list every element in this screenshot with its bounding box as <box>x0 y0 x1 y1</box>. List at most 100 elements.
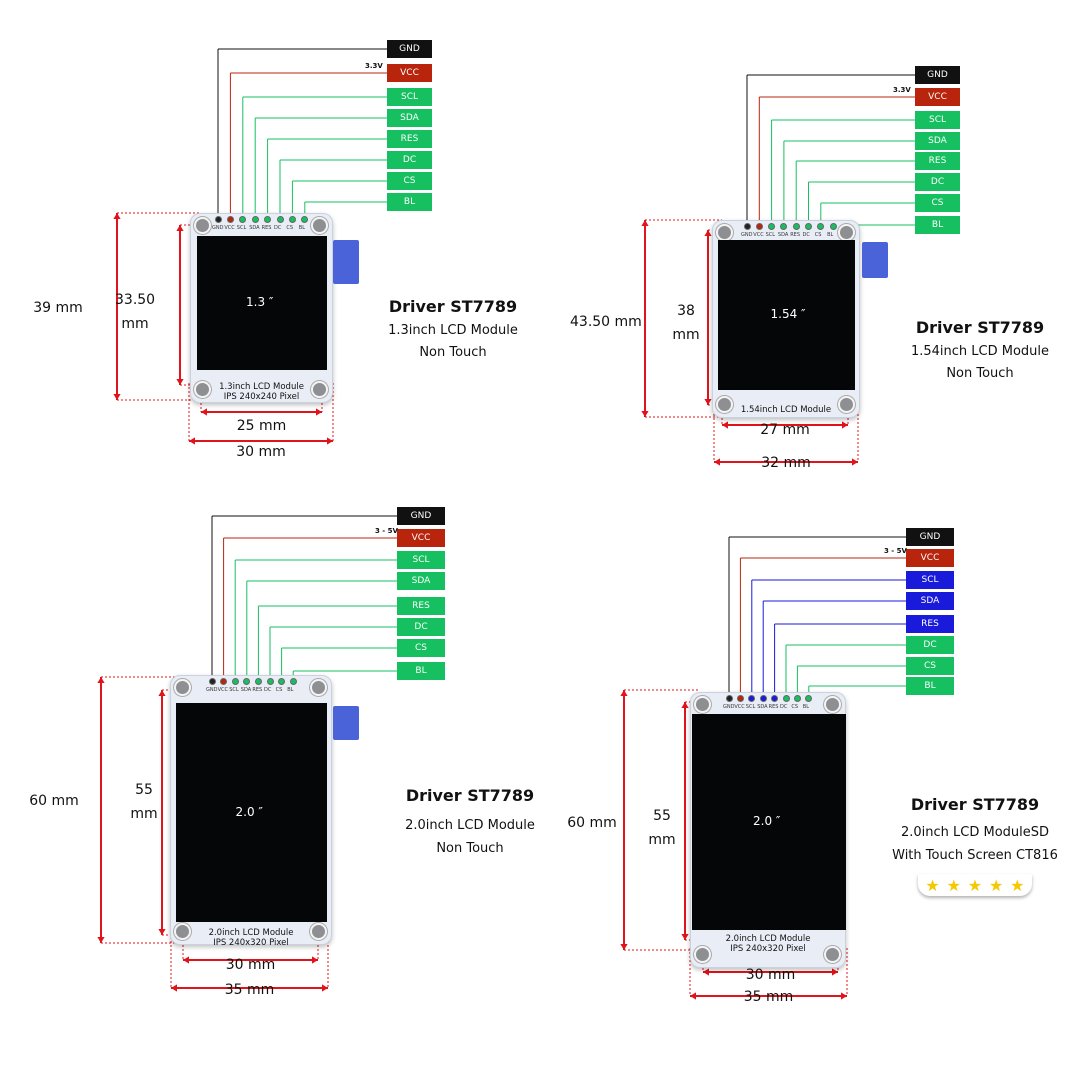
mounting-hole <box>838 224 855 241</box>
module-description: 1.3inch LCD Module <box>388 323 518 338</box>
module-description: Non Touch <box>436 841 504 856</box>
inner-height-dimension-arrow-start <box>158 690 166 696</box>
header-pin-vcc <box>736 695 744 702</box>
mounting-hole <box>311 217 328 234</box>
header-pin-cs <box>817 223 825 230</box>
header-pin-label: RES <box>768 704 779 710</box>
pin-label-gnd: GND <box>915 66 960 84</box>
outer-width-dimension-arrow-start <box>714 458 720 466</box>
outer-height-dimension-arrow-start <box>97 677 105 683</box>
inner-height-dimension-arrow-start <box>704 230 712 236</box>
inner-width-label: 30 mm <box>225 957 276 973</box>
outer-height-label: 60 mm <box>29 793 79 809</box>
pin-label-res: RES <box>915 152 960 170</box>
inner-width-dimension-arrow-start <box>201 408 207 416</box>
voltage-label: 3.3V <box>365 62 383 70</box>
module-description: 2.0inch LCD ModuleSD <box>900 825 1050 840</box>
pin-label-cs: CS <box>915 194 960 212</box>
header-pin-gnd <box>743 223 751 230</box>
lcd-screen <box>692 714 846 930</box>
module-description: 2.0inch LCD Module <box>405 818 535 833</box>
header-pin-scl <box>239 216 247 223</box>
board-silkscreen-label: 1.3inch LCD Module <box>219 382 304 392</box>
outer-width-dimension-arrow-end <box>322 984 328 992</box>
header-pin-dc <box>782 695 790 702</box>
inner-height-unit: mm <box>130 806 158 822</box>
outer-height-dimension-arrow-end <box>97 937 105 943</box>
lcd-screen <box>718 240 855 390</box>
inner-height-label: 38 <box>677 303 695 319</box>
header-pin-label: RES <box>790 232 800 238</box>
header-pin-dc <box>805 223 812 230</box>
star-icon: ★ <box>1010 875 1025 895</box>
header-pin-scl <box>231 678 239 685</box>
header-pin-dc <box>276 216 284 223</box>
header-pin-label: CS <box>286 225 294 231</box>
header-pin-label: GND <box>212 225 224 231</box>
driver-title: Driver ST7789 <box>915 318 1045 337</box>
inner-width-label: 25 mm <box>236 418 287 434</box>
voltage-label: 3 - 5V <box>884 547 907 555</box>
screen-diagonal-label: 1.3 ″ <box>246 295 274 309</box>
header-pin-label: VCC <box>753 232 764 238</box>
outer-width-label: 32 mm <box>761 455 811 471</box>
header-pin-bl <box>301 216 309 223</box>
header-pin-label: VCC <box>217 687 228 693</box>
header-pin-sda <box>759 695 767 702</box>
lcd-screen <box>197 236 327 370</box>
pin-label-vcc: VCC <box>906 549 954 567</box>
pin-label-bl: BL <box>397 662 445 680</box>
outer-height-label: 43.50 mm <box>570 314 642 330</box>
inner-width-dimension-arrow-end <box>832 968 838 976</box>
pin-label-gnd: GND <box>906 528 954 546</box>
header-pin-label: SDA <box>249 225 260 231</box>
inner-width-label: 30 mm <box>745 967 796 983</box>
header-pin-label: SCL <box>745 704 756 710</box>
pin-label-res: RES <box>387 130 432 148</box>
outer-height-dimension-arrow-start <box>620 690 628 696</box>
inner-height-dimension-arrow-end <box>681 934 689 940</box>
header-pin-label: DC <box>274 225 282 231</box>
pin-label-vcc: VCC <box>915 88 960 106</box>
header-pin-label: DC <box>264 687 272 693</box>
driver-title: Driver ST7789 <box>405 786 535 805</box>
outer-width-dimension-arrow-start <box>189 437 195 445</box>
screen-diagonal-label: 2.0 ″ <box>753 814 781 828</box>
header-pin-bl <box>829 223 837 230</box>
module-description: With Touch Screen CT816 <box>892 848 1058 863</box>
screen-diagonal-label: 1.54 ″ <box>770 307 806 321</box>
inner-height-dimension-arrow-end <box>158 929 166 935</box>
header-pin-vcc <box>226 216 234 223</box>
header-pin-label: RES <box>252 687 263 693</box>
outer-width-label: 35 mm <box>743 989 794 1005</box>
pin-label-sda: SDA <box>387 109 432 127</box>
mounting-hole <box>838 396 855 413</box>
mounting-hole <box>194 381 211 398</box>
module-description: Non Touch <box>419 345 487 360</box>
header-pin-label: CS <box>814 232 822 238</box>
pin-label-vcc: VCC <box>397 529 445 547</box>
mounting-hole <box>716 396 733 413</box>
star-icon: ★ <box>967 875 983 895</box>
mounting-hole <box>824 696 841 713</box>
pin-label-dc: DC <box>906 636 954 654</box>
pin-label-res: RES <box>397 597 445 615</box>
board-silkscreen-label: 2.0inch LCD Module <box>208 928 294 938</box>
module-description: 1.54inch LCD Module <box>910 344 1050 359</box>
mounting-hole <box>311 381 328 398</box>
star-icon: ★ <box>988 875 1004 895</box>
header-pin-label: SDA <box>757 704 768 710</box>
outer-width-label: 35 mm <box>224 982 275 998</box>
header-pin-scl <box>768 223 776 230</box>
inner-width-dimension-arrow-end <box>316 408 322 416</box>
header-pin-label: CS <box>791 704 799 710</box>
pin-label-sda: SDA <box>915 132 960 150</box>
outer-height-dimension-arrow-end <box>113 394 121 400</box>
mounting-hole <box>310 923 327 940</box>
header-pin-label: VCC <box>734 704 745 710</box>
outer-height-dimension-arrow-start <box>113 213 121 219</box>
inner-width-label: 27 mm <box>760 422 810 438</box>
header-pin-cs <box>793 695 801 702</box>
header-pin-bl <box>805 695 813 702</box>
pin-label-res: RES <box>906 615 954 633</box>
